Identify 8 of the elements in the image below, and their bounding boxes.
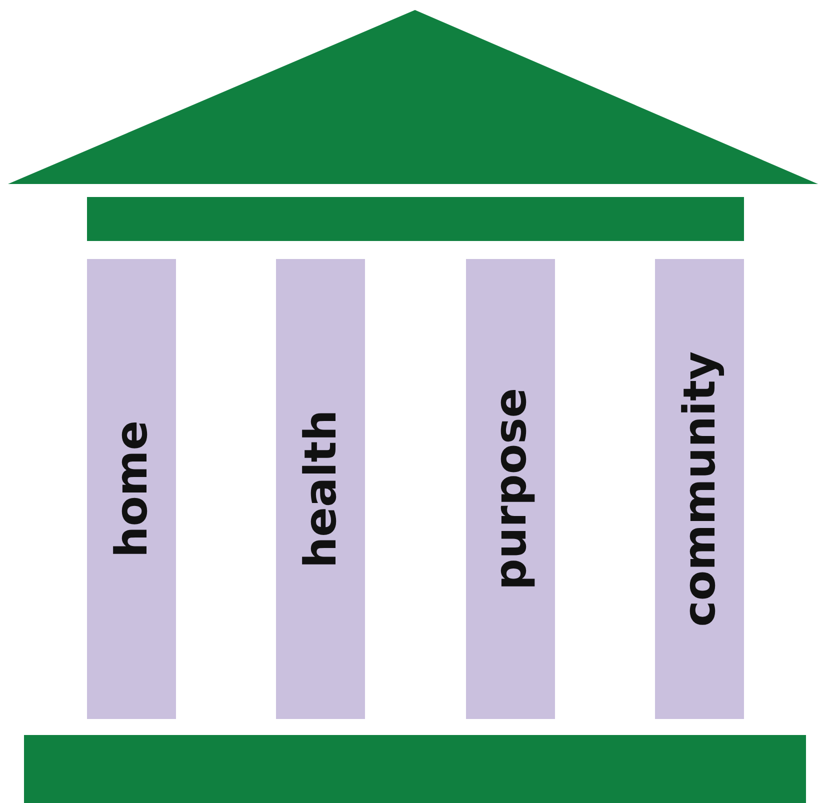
- pillar-label: home: [106, 420, 157, 558]
- pillar-label: health: [295, 410, 346, 568]
- pillar: [655, 259, 744, 719]
- pillar: [466, 259, 555, 719]
- pillar-label: community: [674, 351, 725, 627]
- pillar-label: purpose: [485, 388, 536, 590]
- pillar: [87, 259, 176, 719]
- pillar: [276, 259, 365, 719]
